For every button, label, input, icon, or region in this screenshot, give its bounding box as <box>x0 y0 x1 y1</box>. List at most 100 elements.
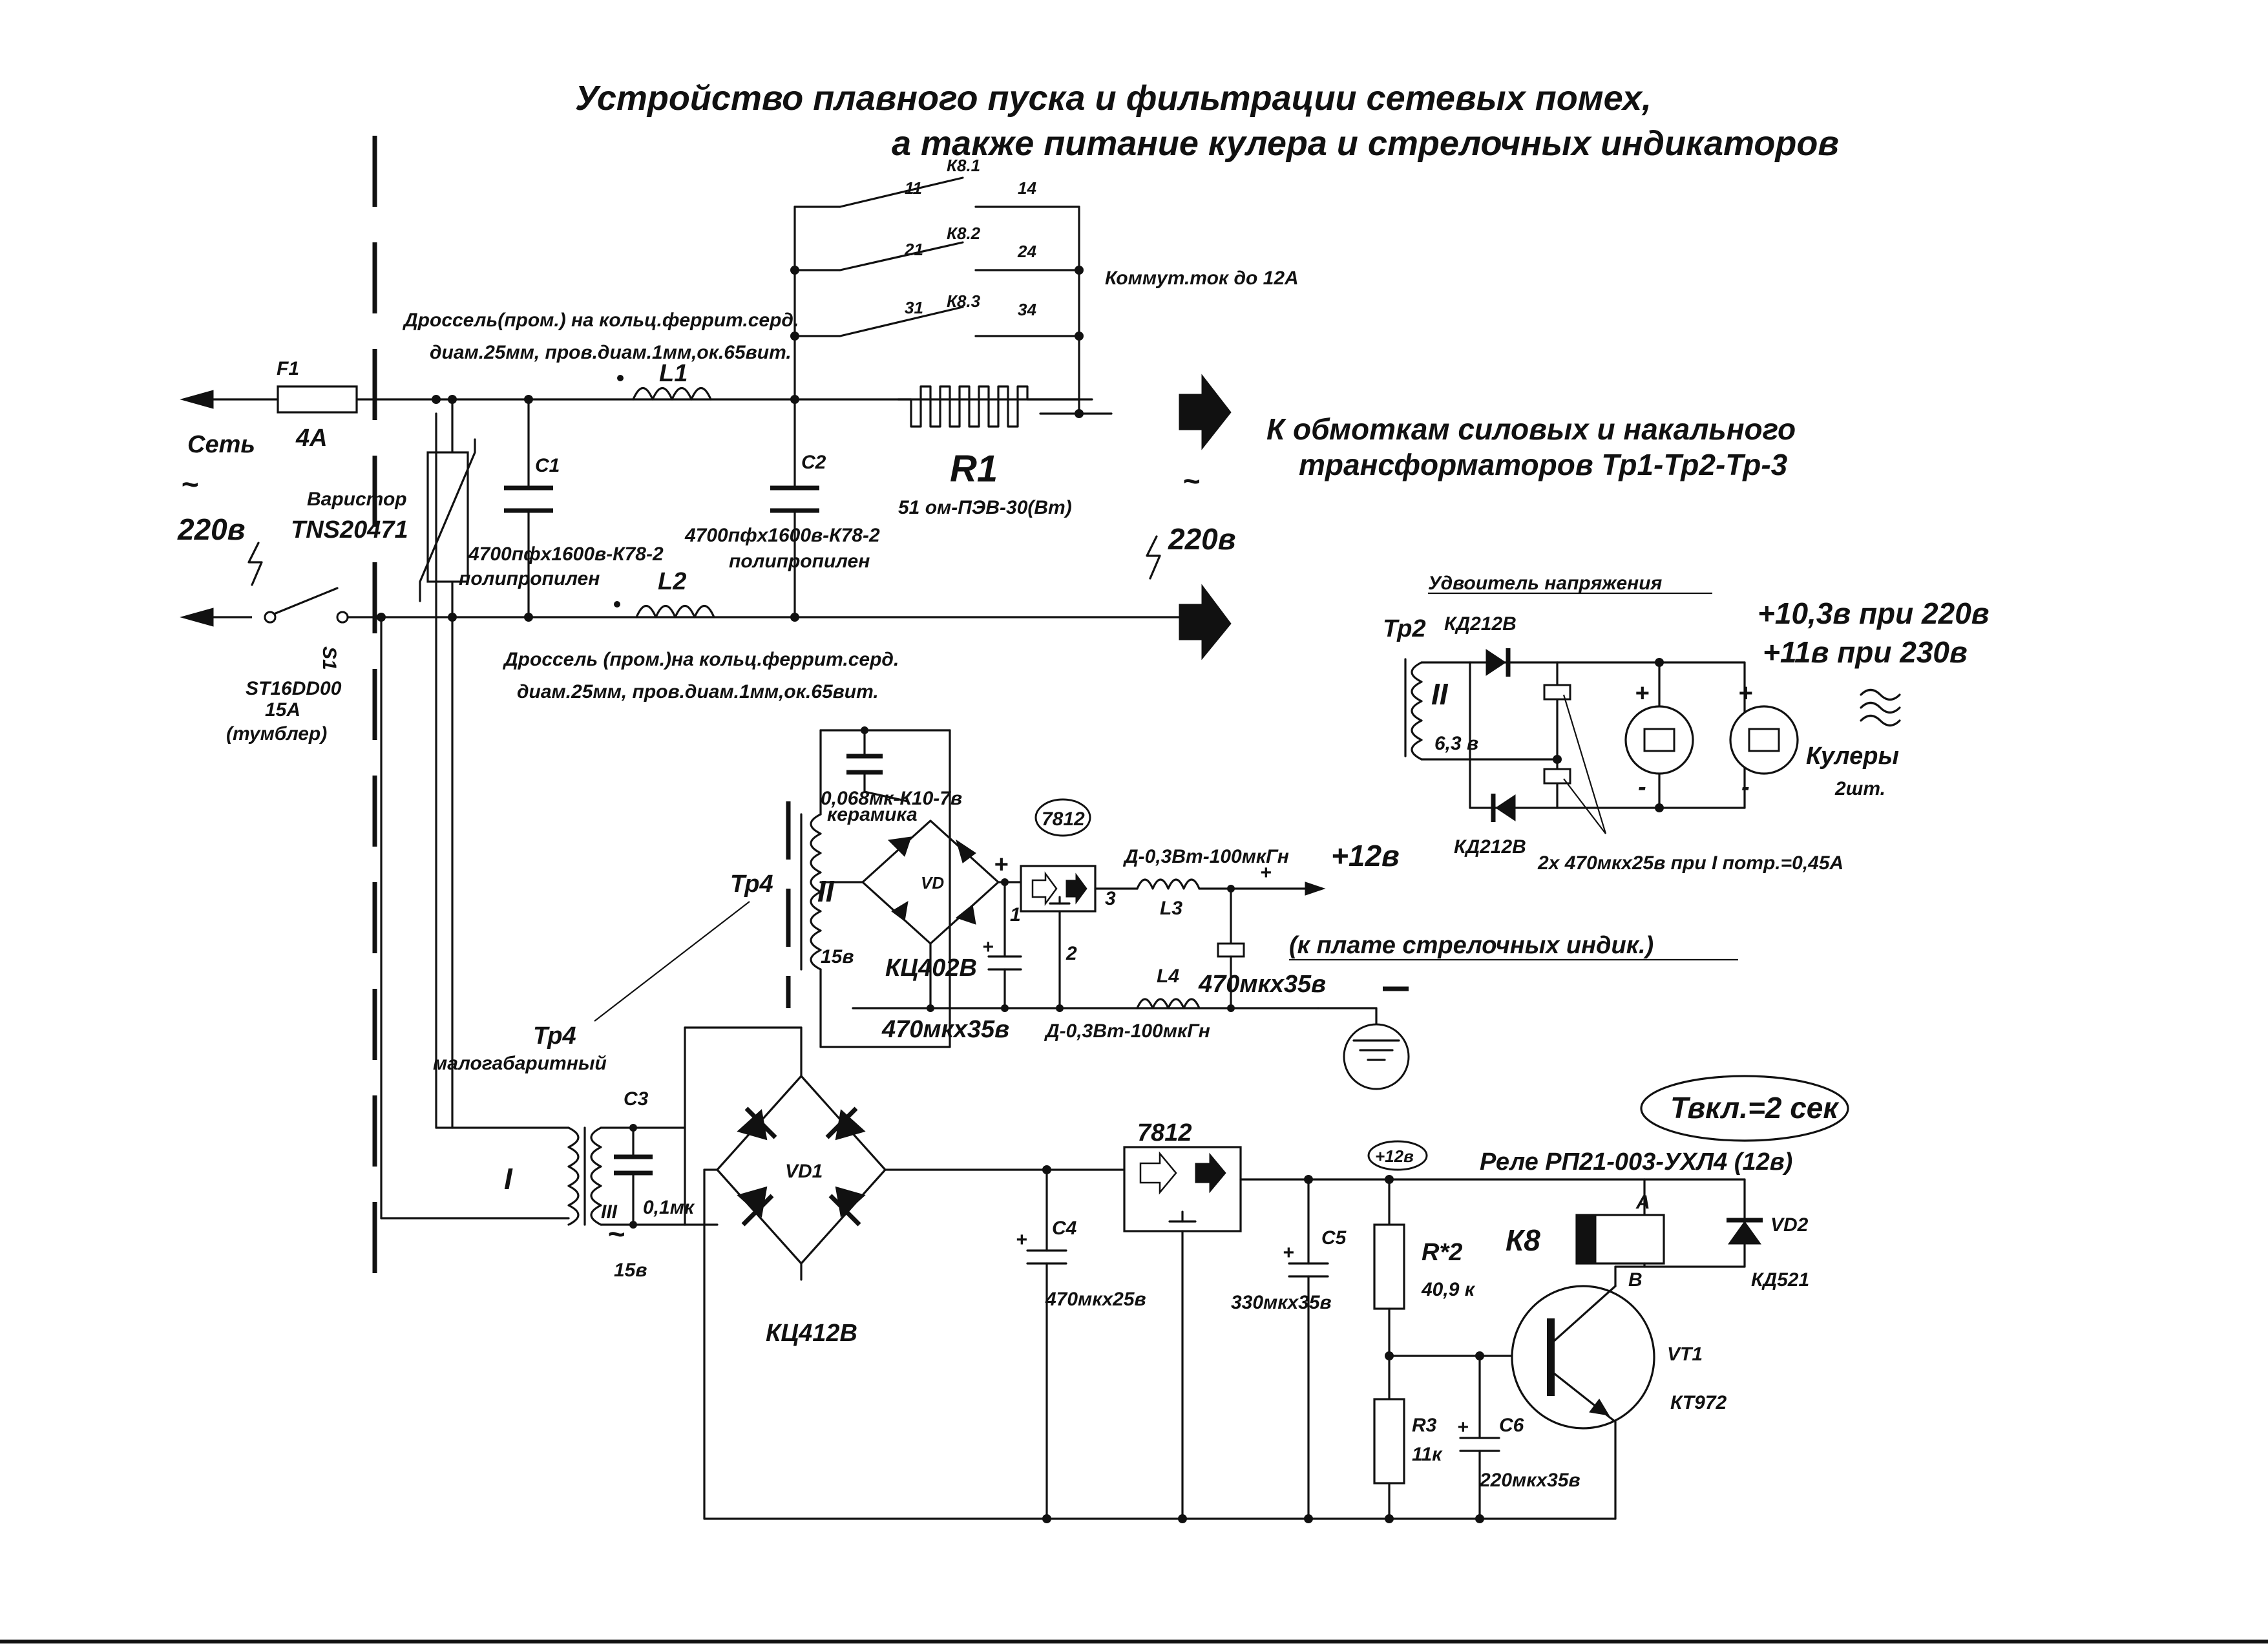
pin-24: 24 <box>1017 242 1036 261</box>
relay-contact-k82 <box>839 241 964 271</box>
tr4-iii-voltage: 15в <box>614 1260 647 1281</box>
r1-ref: R1 <box>950 448 998 490</box>
diode-bottom <box>1495 794 1516 821</box>
tr4-secondary-ii <box>810 813 822 971</box>
vd1-model: КЦ412В <box>766 1320 857 1347</box>
bridge-vd1-diode-2 <box>835 1109 866 1141</box>
varistor-nonlinear-mark <box>419 438 476 602</box>
bridge-vd-diode-1 <box>887 836 912 857</box>
transistor-vt1 <box>1511 1285 1655 1430</box>
bridge-vd-ref: VD <box>921 873 944 893</box>
bridge-vd-diode-3 <box>891 901 908 922</box>
vt1-model: КТ972 <box>1670 1392 1727 1413</box>
tr4-winding-voltage: 15в <box>821 946 854 967</box>
cooler-2-minus: - <box>1741 774 1750 801</box>
c3-spec: 0,1мк <box>643 1197 695 1218</box>
relay-k8-ref: К8 <box>1506 1223 1540 1257</box>
coolers-count: 2шт. <box>1834 778 1885 799</box>
bridge-vd1-diode-1 <box>737 1109 768 1141</box>
doubler-title: Удвоитель напряжения <box>1428 573 1663 594</box>
mains-neutral-arrow <box>180 607 214 627</box>
pin-31: 31 <box>905 298 923 317</box>
vd2-model: КД521 <box>1751 1269 1809 1291</box>
bridge-vd-diode-4 <box>955 904 976 925</box>
meter-output-cap <box>1217 942 1245 958</box>
output-arrow-top <box>1179 374 1232 450</box>
k81-label: К8.1 <box>947 156 980 175</box>
c6-spec: 220мкх35в <box>1479 1470 1580 1491</box>
tr4-winding-ii: II <box>817 874 835 908</box>
bridge-vd-diode-2 <box>956 839 976 863</box>
meter-output-note: (к плате стрелочных индик.) <box>1289 932 1654 959</box>
doubler-caps-note: 2х 470мкх25в при I потр.=0,45А <box>1537 852 1843 874</box>
diode-top <box>1486 649 1506 676</box>
switch-type: (тумблер) <box>226 723 327 745</box>
c2-ref: C2 <box>801 452 826 473</box>
title-line-2: а также питание кулера и стрелочных инди… <box>892 124 1839 163</box>
meter-reg-pin-2: 2 <box>1066 943 1077 964</box>
mains-tilde: ~ <box>181 467 198 501</box>
switch-s1-lever <box>273 587 339 615</box>
c1-material: полипропилен <box>459 568 600 589</box>
resistor-r3 <box>1373 1398 1405 1484</box>
r2-ref: R*2 <box>1422 1239 1462 1266</box>
cooler-2-plus: + <box>1738 680 1752 707</box>
delay-note: Твкл.=2 сек <box>1670 1091 1840 1125</box>
relay-k8-coil-mark <box>1576 1214 1597 1264</box>
switch-model: ST16DD00 <box>246 678 342 699</box>
rail-badge <box>1367 1140 1428 1171</box>
meter-reg-pin-1: 1 <box>1010 904 1021 925</box>
pin-11: 11 <box>905 178 922 198</box>
l4-spec: Д-0,3Вт-100мкГн <box>1044 1020 1210 1042</box>
diode-vd2 <box>1728 1221 1761 1245</box>
output-tilde: ~ <box>1182 464 1200 498</box>
output-note-1: К обмоткам силовых и накального <box>1266 412 1796 446</box>
l2-ref: L2 <box>658 568 686 595</box>
meter-out-plus-sign: + <box>1260 862 1272 883</box>
tr4-small-note: малогабаритный <box>433 1053 607 1074</box>
diode-bottom-model: КД212В <box>1454 836 1526 858</box>
c5-ref: C5 <box>1321 1227 1347 1249</box>
mains-lightning-icon <box>247 542 263 586</box>
r3-spec: 11к <box>1412 1444 1443 1465</box>
c1-ref: C1 <box>535 455 560 476</box>
r3-ref: R3 <box>1412 1415 1437 1436</box>
vd1-ref: VD1 <box>785 1161 823 1182</box>
c5-spec: 330мкх35в <box>1231 1292 1332 1313</box>
relay-contact-k81 <box>839 176 964 208</box>
mains-label: Сеть <box>187 431 255 458</box>
mains-voltage: 220в <box>177 512 246 546</box>
switching-current-note: Коммут.ток до 12А <box>1105 268 1299 289</box>
meter-input-cap-plus: + <box>982 936 994 958</box>
c6-plus: + <box>1457 1417 1469 1438</box>
resistor-r2 <box>1373 1223 1405 1310</box>
cooler-voltage-230: +11в при 230в <box>1763 635 1968 669</box>
output-voltage: 220в <box>1168 522 1236 556</box>
tr4-iii-tilde: ~ <box>607 1217 625 1251</box>
tr4-ref-bottom: Тр4 <box>533 1022 576 1050</box>
relay-reg-ref: 7812 <box>1137 1119 1192 1146</box>
cooler-1-minus: - <box>1638 774 1646 801</box>
pin-34: 34 <box>1018 300 1036 319</box>
delay-badge <box>1640 1075 1849 1142</box>
r2-spec: 40,9 к <box>1421 1279 1476 1300</box>
meter-reg-badge <box>1034 798 1091 837</box>
relay-pin-a: А <box>1635 1192 1650 1213</box>
fuse-f1-rating: 4A <box>295 425 328 452</box>
ground-icon <box>1343 1023 1410 1090</box>
ceramic-cap-type: керамика <box>827 804 918 825</box>
mains-phase-arrow <box>180 390 214 409</box>
inductor-l3 <box>1136 878 1201 890</box>
meter-reg-ref: 7812 <box>1042 808 1085 830</box>
varistor-model: TNS20471 <box>291 516 408 544</box>
tr4-ref-top: Тр4 <box>730 871 773 898</box>
vt1-ref: VT1 <box>1667 1344 1703 1365</box>
l3-ref: L3 <box>1160 898 1182 919</box>
c4-plus: + <box>1016 1229 1027 1251</box>
fuse-f1 <box>277 385 358 414</box>
c6-ref: C6 <box>1499 1415 1524 1436</box>
resistor-r1 <box>897 385 1080 428</box>
doubler-cap-1 <box>1543 684 1571 701</box>
r1-spec: 51 ом-ПЭВ-30(Вт) <box>898 497 1072 518</box>
